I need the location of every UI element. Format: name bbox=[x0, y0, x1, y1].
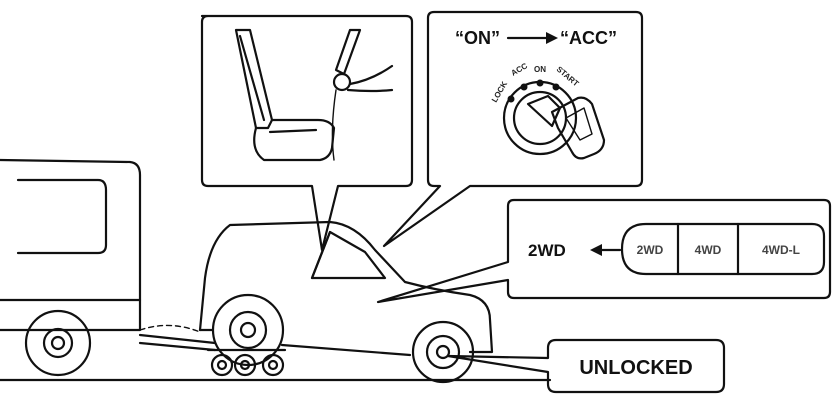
arrow-right-icon bbox=[506, 32, 558, 44]
ignition-pos-on: ON bbox=[534, 65, 546, 74]
ignition-callout: “ON” “ACC” LOCK ACC ON START bbox=[382, 10, 644, 248]
ignition-dot-on bbox=[536, 79, 544, 87]
transfer-switch-panel: 2WD 4WD 4WD-L bbox=[620, 222, 826, 276]
seat-callout bbox=[200, 14, 414, 252]
tow-truck bbox=[0, 158, 217, 377]
ignition-from-label: “ON” bbox=[455, 28, 500, 48]
transfer-switch-4wd: 4WD bbox=[695, 243, 722, 257]
transfer-selected-label: 2WD bbox=[528, 241, 566, 260]
ignition-to-label: “ACC” bbox=[560, 28, 617, 48]
transfer-switch-2wd: 2WD bbox=[637, 243, 664, 257]
arrow-left-icon bbox=[590, 244, 622, 256]
ignition-dot-acc bbox=[520, 83, 528, 91]
ignition-dot-lock bbox=[507, 95, 515, 103]
ignition-pos-lock: LOCK bbox=[490, 80, 509, 104]
transfer-switch-4wd-l: 4WD-L bbox=[762, 243, 800, 257]
ignition-key-icon bbox=[526, 94, 606, 160]
transfer-callout: 2WD 2WD 4WD 4WD-L bbox=[376, 198, 832, 304]
ignition-dot-start bbox=[552, 83, 560, 91]
seat-lever-icon bbox=[234, 28, 394, 162]
ignition-switch: LOCK ACC ON START bbox=[490, 61, 606, 160]
wheel-status-label: UNLOCKED bbox=[579, 357, 692, 379]
ignition-pos-acc: ACC bbox=[510, 61, 530, 78]
unlocked-callout: UNLOCKED bbox=[446, 338, 726, 394]
towed-vehicle bbox=[198, 220, 494, 384]
